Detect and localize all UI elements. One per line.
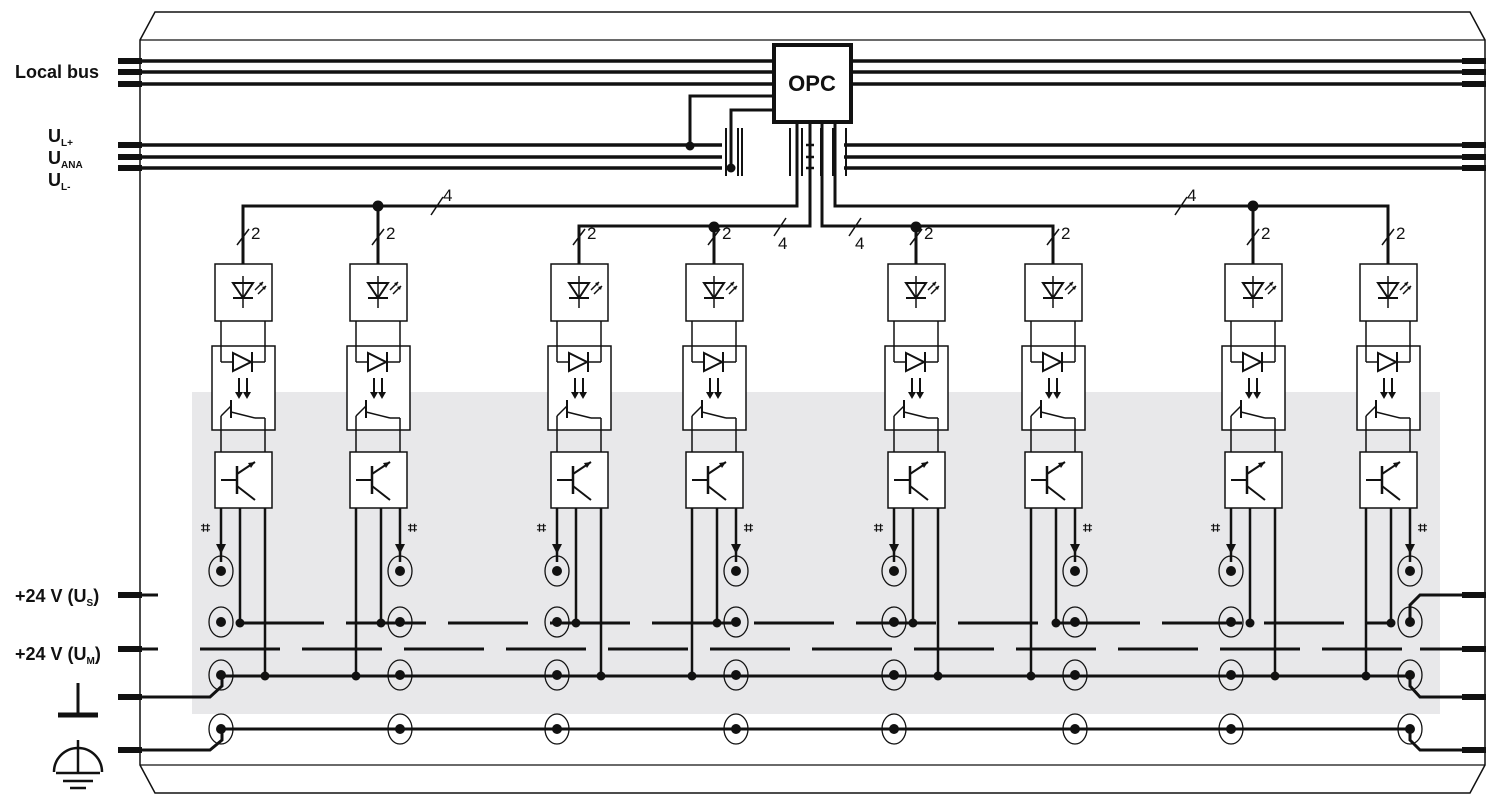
optocoupler-icon — [885, 346, 948, 430]
transistor-icon — [888, 452, 945, 508]
optocoupler-icon — [212, 346, 275, 430]
optocoupler-icon — [1022, 346, 1085, 430]
optocoupler-icon — [1222, 346, 1285, 430]
led-icon — [350, 264, 407, 321]
bus-width-label: 4 — [1187, 186, 1196, 205]
transistor-icon — [350, 452, 407, 508]
channel-width-label: 2 — [587, 224, 596, 243]
ground-icon — [58, 683, 98, 715]
output-mark: ⌗ — [1210, 520, 1221, 537]
bus-width-label: 4 — [855, 234, 864, 253]
channel-width-label: 2 — [1396, 224, 1405, 243]
transistor-icon — [215, 452, 272, 508]
led-icon — [551, 264, 608, 321]
opc-label: OPC — [788, 71, 836, 96]
led-icon — [686, 264, 743, 321]
transistor-icon — [686, 452, 743, 508]
optocoupler-icon — [683, 346, 746, 430]
svg-text:+24 V (UM): +24 V (UM) — [15, 644, 101, 667]
optocoupler-icon — [1357, 346, 1420, 430]
bus-width-label: 4 — [443, 186, 452, 205]
transistor-icon — [551, 452, 608, 508]
output-mark: ⌗ — [743, 520, 754, 537]
bus-width-label: 4 — [778, 234, 787, 253]
optocoupler-icon — [548, 346, 611, 430]
svg-text:UL+: UL+ — [48, 126, 73, 149]
local-bus-label: Local bus — [15, 62, 99, 82]
channel-width-label: 2 — [386, 224, 395, 243]
svg-text:UL-: UL- — [48, 170, 70, 193]
led-icon — [1360, 264, 1417, 321]
output-mark: ⌗ — [1082, 520, 1093, 537]
led-icon — [1225, 264, 1282, 321]
transistor-icon — [1025, 452, 1082, 508]
channel-width-label: 2 — [924, 224, 933, 243]
channel-width-label: 2 — [1261, 224, 1270, 243]
svg-text:UANA: UANA — [48, 148, 83, 171]
output-mark: ⌗ — [407, 520, 418, 537]
output-mark: ⌗ — [1417, 520, 1428, 537]
optocoupler-icon — [347, 346, 410, 430]
led-icon — [1025, 264, 1082, 321]
ul-plus-label: UL+ — [48, 126, 73, 149]
led-icon — [888, 264, 945, 321]
uana-label: UANA — [48, 148, 83, 171]
ul-minus-label: UL- — [48, 170, 70, 193]
shaded-output-area — [192, 392, 1440, 714]
transistor-icon — [1360, 452, 1417, 508]
um-label: +24 V (UM) — [15, 644, 101, 667]
output-mark: ⌗ — [536, 520, 547, 537]
protective-earth-icon — [54, 740, 102, 788]
led-icon — [215, 264, 272, 321]
svg-text:+24 V (US): +24 V (US) — [15, 586, 99, 609]
output-mark: ⌗ — [200, 520, 211, 537]
channel-width-label: 2 — [722, 224, 731, 243]
output-mark: ⌗ — [873, 520, 884, 537]
channel-width-label: 2 — [1061, 224, 1070, 243]
us-label: +24 V (US) — [15, 586, 99, 609]
transistor-icon — [1225, 452, 1282, 508]
channel-width-label: 2 — [251, 224, 260, 243]
